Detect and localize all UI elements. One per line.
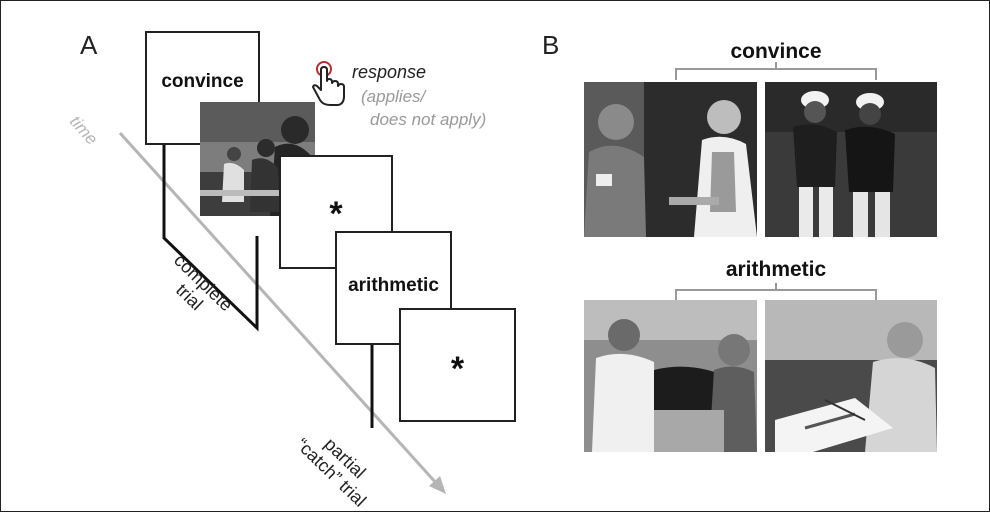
fixation-star-2: * [450,350,465,388]
convince-bracket [675,68,877,80]
response-title: response [352,62,427,82]
complete-trial-bracket [162,144,259,332]
stimulus-word-2: arithmetic [348,275,439,296]
response-options-line-1: (applies/ [361,87,426,106]
stimulus-word: convince [161,71,244,92]
response-options-line-2: does not apply) [370,110,487,129]
arithmetic-photo-2 [765,300,937,452]
convince-photo-2 [765,82,937,237]
pointing-hand-icon [312,61,345,106]
time-arrow [118,131,446,494]
panel-b-label: B [542,30,560,60]
fixation-star: * [329,195,343,233]
stimulus-word-card: convince [145,31,260,145]
convince-photo-1 [584,82,757,237]
group-heading-arithmetic: arithmetic [725,258,827,281]
arithmetic-photo-1 [584,300,757,452]
fixation-card-2: * [399,308,516,422]
group-heading-convince: convince [730,40,822,63]
panel-a-label: A [80,30,98,60]
